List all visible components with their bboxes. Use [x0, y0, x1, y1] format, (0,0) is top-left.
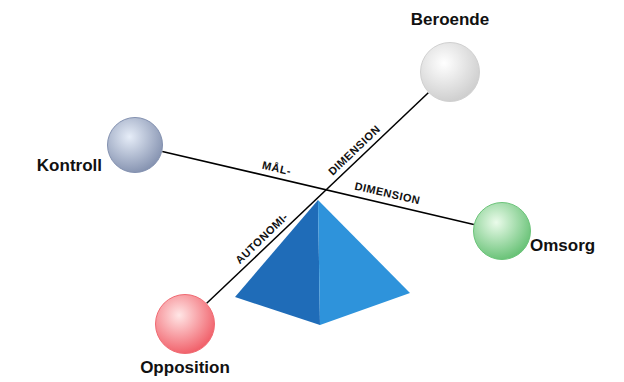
circle-shape: [473, 202, 531, 260]
circle-fill: [108, 118, 163, 173]
circle-fill: [474, 203, 531, 260]
node-label: Beroende: [411, 11, 489, 30]
axis-label: DIMENSION: [353, 180, 421, 206]
omsorg-circle: Omsorg: [473, 202, 531, 260]
circle-fill: [421, 43, 480, 102]
circle-shape: [420, 42, 480, 102]
axis-label: DIMENSION: [326, 123, 382, 177]
circle-shape: [107, 117, 163, 173]
beroende-circle: Beroende: [420, 42, 480, 102]
circle-shape: [155, 294, 215, 354]
node-label: Kontroll: [37, 157, 102, 176]
node-label: Opposition: [140, 359, 230, 378]
opposition-circle: Opposition: [155, 294, 215, 354]
axis-label: MÅL-: [261, 159, 292, 176]
kontroll-circle: Kontroll: [107, 117, 163, 173]
pyramid-right-face: [318, 200, 410, 325]
node-label: Omsorg: [530, 237, 595, 256]
circle-fill: [156, 295, 215, 354]
